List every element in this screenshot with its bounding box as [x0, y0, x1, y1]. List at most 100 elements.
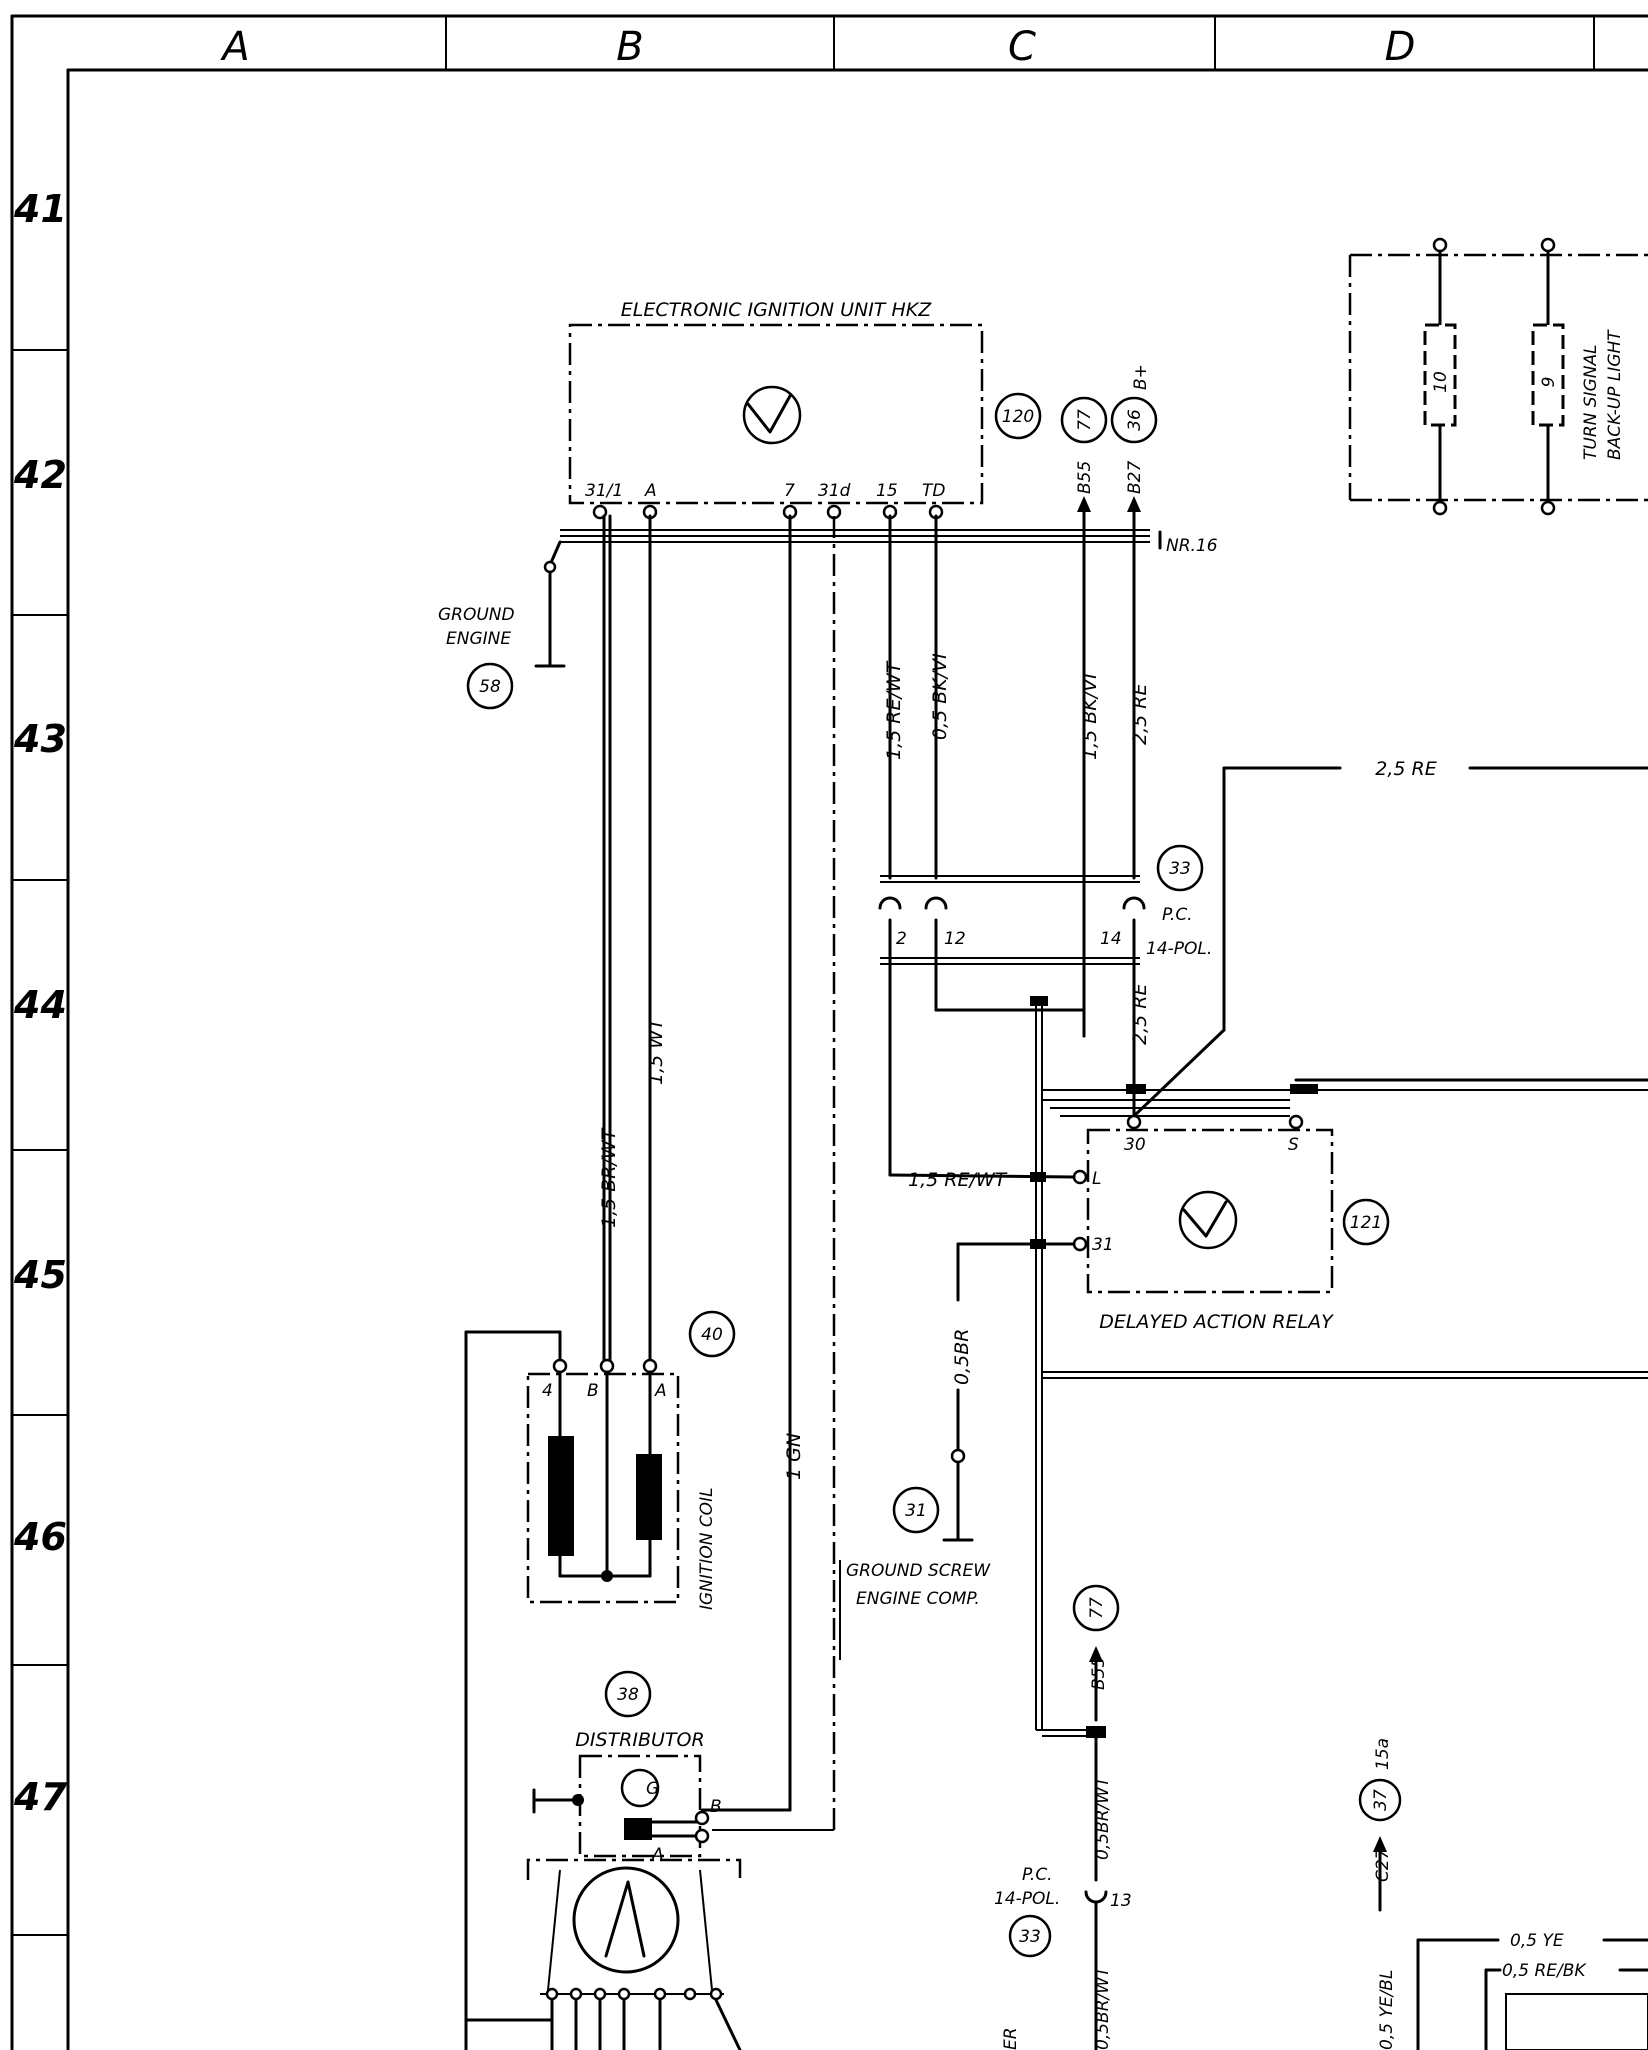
- wire-br-wt-05-low-label: 0,5BR/WT: [1093, 1965, 1113, 2050]
- wire-wt-label: 1,5 WT: [645, 1017, 667, 1085]
- fuse-turn-signal-label: TURN SIGNAL: [1581, 344, 1601, 460]
- b55-label: B55: [1075, 461, 1095, 494]
- row-header-44: 44: [13, 983, 67, 1027]
- distributor-ref: 38: [617, 1685, 639, 1705]
- relay-pin-31: 31: [1092, 1235, 1114, 1255]
- pin-7: 7: [784, 481, 795, 501]
- row-header-43: 43: [13, 717, 67, 761]
- column-header-c: C: [1008, 24, 1036, 70]
- ignition-unit-ref: 120: [1002, 407, 1034, 427]
- relay-pin-30: 30: [1124, 1135, 1146, 1155]
- coil-pin-b: B: [587, 1381, 599, 1401]
- distributor-pin-b: B: [710, 1797, 722, 1817]
- connector-top-line2: 14-POL.: [1146, 939, 1212, 959]
- distributor-symbol: G: [646, 1779, 659, 1799]
- wire-er-fragment: ER: [1001, 2027, 1021, 2050]
- row-header-45: 45: [13, 1253, 67, 1297]
- connector-top-pin-2: 2: [896, 929, 907, 949]
- b55-bottom-ref: 77: [1087, 1597, 1107, 1619]
- ground-engine-ref: 58: [479, 677, 501, 697]
- connector-bottom-line1: P.C.: [1022, 1865, 1053, 1885]
- wire-re-25-top-label: 2,5 RE: [1129, 684, 1151, 745]
- pin-td: TD: [922, 481, 945, 501]
- ignition-unit-ref-circle: [994, 392, 1042, 440]
- wires-to-coil: 1,5 BR/WT 1,5 WT: [598, 514, 667, 1362]
- row-headers: 41 42 43 44 45 46 47: [13, 187, 67, 1819]
- wire-ye-bl-label: 0,5 YE/BL: [1377, 1970, 1397, 2050]
- connector-33-top: 2 12 14 33 P.C. 14-POL. 2,5 RE: [878, 844, 1212, 1177]
- ground-engine-line2: ENGINE: [446, 629, 511, 649]
- coil-title: IGNITION COIL: [697, 1487, 717, 1610]
- b27-ref: 36: [1125, 409, 1145, 431]
- coil-ref: 40: [701, 1325, 723, 1345]
- electronic-ignition-unit: ELECTRONIC IGNITION UNIT HKZ 120 31/1 A …: [568, 299, 1042, 520]
- wire-br-wt-label: 1,5 BR/WT: [598, 1127, 620, 1228]
- wire-gn: 1 GN: [700, 514, 836, 1831]
- relay-pin-l: L: [1092, 1169, 1101, 1189]
- relay-feed: 2,5 RE: [934, 758, 1648, 1730]
- c27-ref: 37: [1371, 1789, 1391, 1811]
- connector-top-pin-12: 12: [944, 929, 966, 949]
- connector-top-pin-14: 14: [1100, 929, 1122, 949]
- c27-term: 15a: [1373, 1738, 1393, 1770]
- ground-engine-line1: GROUND: [438, 605, 515, 625]
- wire-br-05-label: 0,5BR: [951, 1329, 973, 1385]
- column-header-a: A: [219, 24, 249, 70]
- harness-nr16: NR.16: [543, 529, 1218, 574]
- ground-screw-line2: ENGINE COMP.: [856, 1589, 980, 1609]
- connector-bottom-line2: 14-POL.: [994, 1889, 1060, 1909]
- column-headers: A B C D: [219, 24, 1415, 70]
- coil-pin-4: 4: [542, 1381, 553, 1401]
- wires-15-td: 1,5 RE/WT 0,5 BK/VI: [883, 514, 951, 880]
- connector-top-ref: 33: [1169, 859, 1191, 879]
- b27-label: B27: [1125, 461, 1145, 494]
- relay-pin-s: S: [1288, 1135, 1299, 1155]
- b-references: B55 B27 77 36 B+ 1,5 BK/VI 2,5 RE: [1060, 364, 1158, 1038]
- wire-bk-vi-15-label: 1,5 BK/VI: [1079, 673, 1101, 760]
- wire-re-wt-relay-label: 1,5 RE/WT: [908, 1169, 1008, 1191]
- row-header-41: 41: [13, 187, 67, 231]
- b55-ref: 77: [1075, 409, 1095, 431]
- row-header-46: 46: [13, 1515, 67, 1559]
- connector-top-line1: P.C.: [1162, 905, 1193, 925]
- b55-bottom-label: B55: [1089, 1657, 1109, 1690]
- lower-c-column: B55 77 0,5BR/WT 13 P.C. 14-POL. 33 0,5BR…: [994, 1584, 1132, 2050]
- column-header-b: B: [616, 24, 643, 70]
- fuse-10-label: 10: [1431, 371, 1451, 393]
- wire-br-wt-05-label: 0,5BR/WT: [1093, 1775, 1113, 1860]
- distributor-pin-a: A: [651, 1845, 664, 1865]
- ground-screw: 0,5BR 31 GROUND SCREW ENGINE COMP.: [839, 1329, 991, 1660]
- wire-ye-label: 0,5 YE: [1510, 1931, 1564, 1951]
- relay-title: DELAYED ACTION RELAY: [1099, 1311, 1334, 1333]
- connector-bottom-pin: 13: [1110, 1891, 1132, 1911]
- fuse-back-up-light-label: BACK-UP LIGHT: [1605, 329, 1625, 460]
- connector-bottom-ref: 33: [1019, 1927, 1041, 1947]
- fuse-9-label: 9: [1539, 377, 1559, 388]
- lower-d-column: C27 37 15a 0,5 YE/BL 0,5 YE 0,5 RE/BK: [1358, 1738, 1648, 2050]
- column-header-d: D: [1385, 24, 1416, 70]
- wire-re-wt-top-label: 1,5 RE/WT: [883, 660, 905, 760]
- delayed-action-relay: DELAYED ACTION RELAY 121 30 S L 31 1,5 R…: [888, 1114, 1390, 1333]
- ground-screw-line1: GROUND SCREW: [846, 1561, 991, 1581]
- wire-gn-label: 1 GN: [783, 1433, 805, 1480]
- wire-bk-vi-05-label: 0,5 BK/VI: [929, 653, 951, 740]
- distributor-title: DISTRIBUTOR: [575, 1729, 704, 1751]
- relay-ref: 121: [1350, 1213, 1382, 1233]
- pin-a: A: [644, 481, 657, 501]
- nr16-label: NR.16: [1166, 536, 1218, 556]
- row-header-42: 42: [13, 453, 67, 497]
- b-plus-label: B+: [1131, 364, 1151, 390]
- pin-31d: 31d: [818, 481, 851, 501]
- wire-re-25-mid-label: 2,5 RE: [1129, 984, 1151, 1045]
- ignition-coil: 4 B A 40 IGNITION COIL: [464, 1310, 736, 2050]
- row-header-47: 47: [13, 1775, 67, 1819]
- c27-label: C27: [1373, 1848, 1393, 1882]
- ground-engine: GROUND ENGINE 58: [438, 570, 566, 710]
- distributor: 38 DISTRIBUTOR G B A: [464, 1670, 742, 2050]
- coil-pin-a: A: [654, 1381, 667, 1401]
- wire-re-25-right-label: 2,5 RE: [1375, 758, 1436, 780]
- ignition-unit-title: ELECTRONIC IGNITION UNIT HKZ: [621, 299, 932, 321]
- pin-15: 15: [876, 481, 898, 501]
- grid-frame: [10, 14, 1648, 2050]
